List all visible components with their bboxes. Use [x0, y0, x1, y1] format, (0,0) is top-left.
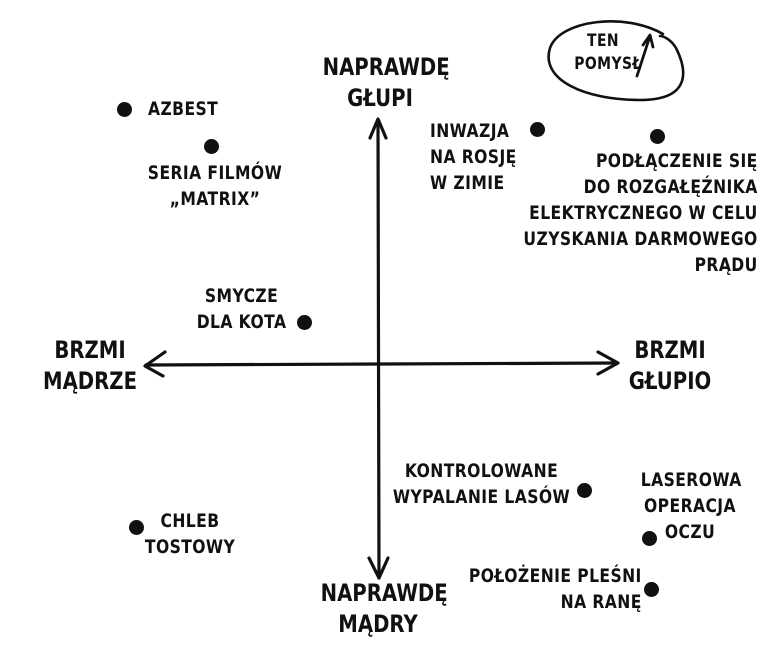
point-laserowa [642, 531, 657, 546]
label-podlaczenie: PODŁĄCZENIE SIĘ DO ROZGAŁĘŹNIKA ELEKTRYC… [523, 150, 758, 276]
point-podlaczenie [650, 129, 665, 144]
right-arrow-head [596, 350, 620, 376]
point-polozenie [644, 582, 659, 597]
axis-label-left: BRZMI MĄDRZE [42, 336, 138, 395]
point-smycze [297, 315, 312, 330]
axis-label-right: BRZMI GŁUPIO [628, 336, 712, 395]
label-polozenie: POŁOŻENIE PLEŚNI NA RANĘ [469, 565, 642, 613]
point-azbest [117, 102, 132, 117]
label-matrix: SERIA FILMÓW „MATRIX” [147, 162, 283, 210]
point-matrix [204, 139, 219, 154]
label-smycze: SMYCZE DLA KOTA [196, 285, 286, 333]
axis-label-bottom: NAPRAWDĘ MĄDRY [320, 579, 448, 638]
label-azbest: AZBEST [148, 98, 219, 120]
point-inwazja [530, 122, 545, 137]
axis-label-top: NAPRAWDĘ GŁUPI [322, 53, 450, 112]
point-kontrolowane [577, 483, 592, 498]
horizontal-axis [144, 361, 619, 367]
idea-circle [547, 20, 685, 102]
vertical-axis [376, 118, 381, 580]
label-chleb: CHLEB TOSTOWY [144, 510, 236, 558]
down-arrow-head [367, 556, 390, 580]
label-kontrolowane: KONTROLOWANE WYPALANIE LASÓW [392, 460, 570, 508]
point-chleb [129, 520, 144, 535]
label-laserowa: LASEROWA OPERACJA OCZU [640, 469, 742, 543]
idea-arrow [635, 34, 652, 78]
label-inwazja: INWAZJA NA ROSJĘ W ZIMIE [430, 120, 517, 194]
up-arrow-head [368, 117, 388, 140]
idea-arrow-head [641, 33, 655, 49]
idea-annotation-text: TEN POMYSŁ [574, 31, 642, 74]
left-arrow-head [143, 350, 167, 378]
